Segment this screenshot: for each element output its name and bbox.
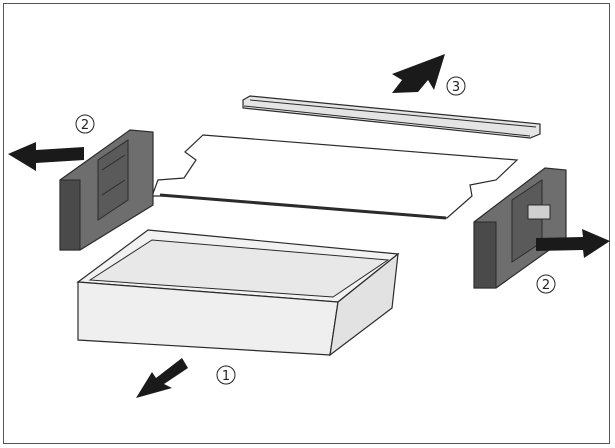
arrow-left-icon xyxy=(8,142,84,171)
svg-text:3: 3 xyxy=(452,80,460,95)
top-rail xyxy=(242,95,541,139)
step-callout-1: 1 xyxy=(216,365,236,385)
arrow-down-icon xyxy=(136,358,188,398)
step-callout-2-right: 2 xyxy=(536,274,556,294)
svg-text:2: 2 xyxy=(542,278,550,293)
arrow-up-icon xyxy=(392,54,445,93)
side-rail-right xyxy=(473,167,567,289)
step-callout-3: 3 xyxy=(446,76,466,96)
glass-shelf xyxy=(151,134,519,220)
svg-text:1: 1 xyxy=(222,369,230,384)
side-rail-left xyxy=(59,129,154,251)
svg-text:2: 2 xyxy=(81,118,89,133)
arrow-right-icon xyxy=(536,229,610,258)
step-callout-2-left: 2 xyxy=(75,114,95,134)
drawer xyxy=(76,229,400,357)
